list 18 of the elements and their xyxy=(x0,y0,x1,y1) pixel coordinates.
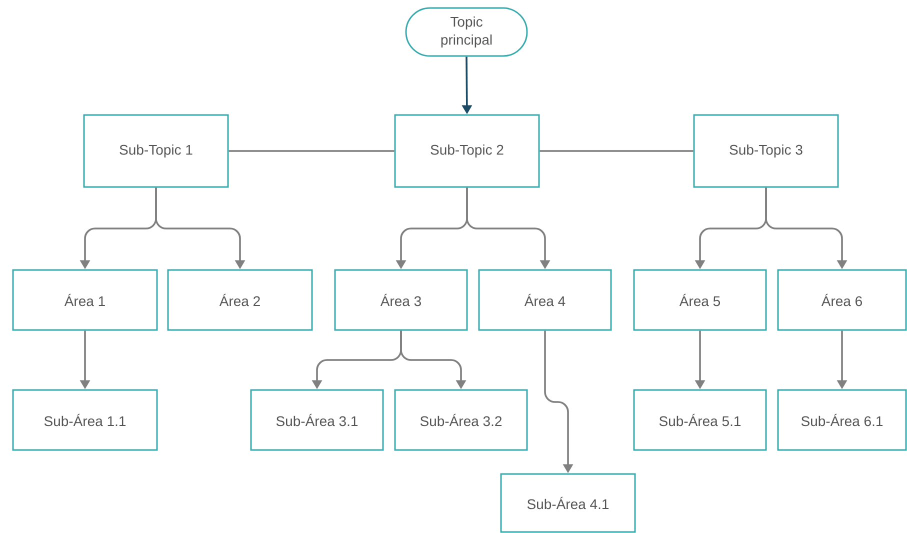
topic-box: Área 3 xyxy=(334,269,468,331)
topic-box: Sub-Área 3.1 xyxy=(250,389,384,451)
topic-box: Sub-Topic 2 xyxy=(394,114,540,188)
topic-box: Área 4 xyxy=(478,269,612,331)
topic-box: Sub-Área 6.1 xyxy=(777,389,907,451)
topic-box: Área 6 xyxy=(777,269,907,331)
topic-box: Sub-Área 4.1 xyxy=(500,473,636,533)
topic-box: Sub-Topic 3 xyxy=(693,114,839,188)
topic-box: Sub-Área 3.2 xyxy=(394,389,528,451)
connector xyxy=(228,150,394,152)
topic-box: Sub-Topic 1 xyxy=(83,114,229,188)
topic-box: Sub-Área 1.1 xyxy=(12,389,158,451)
connector xyxy=(540,150,694,152)
topic-box: Área 2 xyxy=(167,269,313,331)
topic-box: Área 1 xyxy=(12,269,158,331)
topic-box: Área 5 xyxy=(633,269,767,331)
topic-pill: Topic principal xyxy=(405,7,528,57)
topic-box: Sub-Área 5.1 xyxy=(633,389,767,451)
